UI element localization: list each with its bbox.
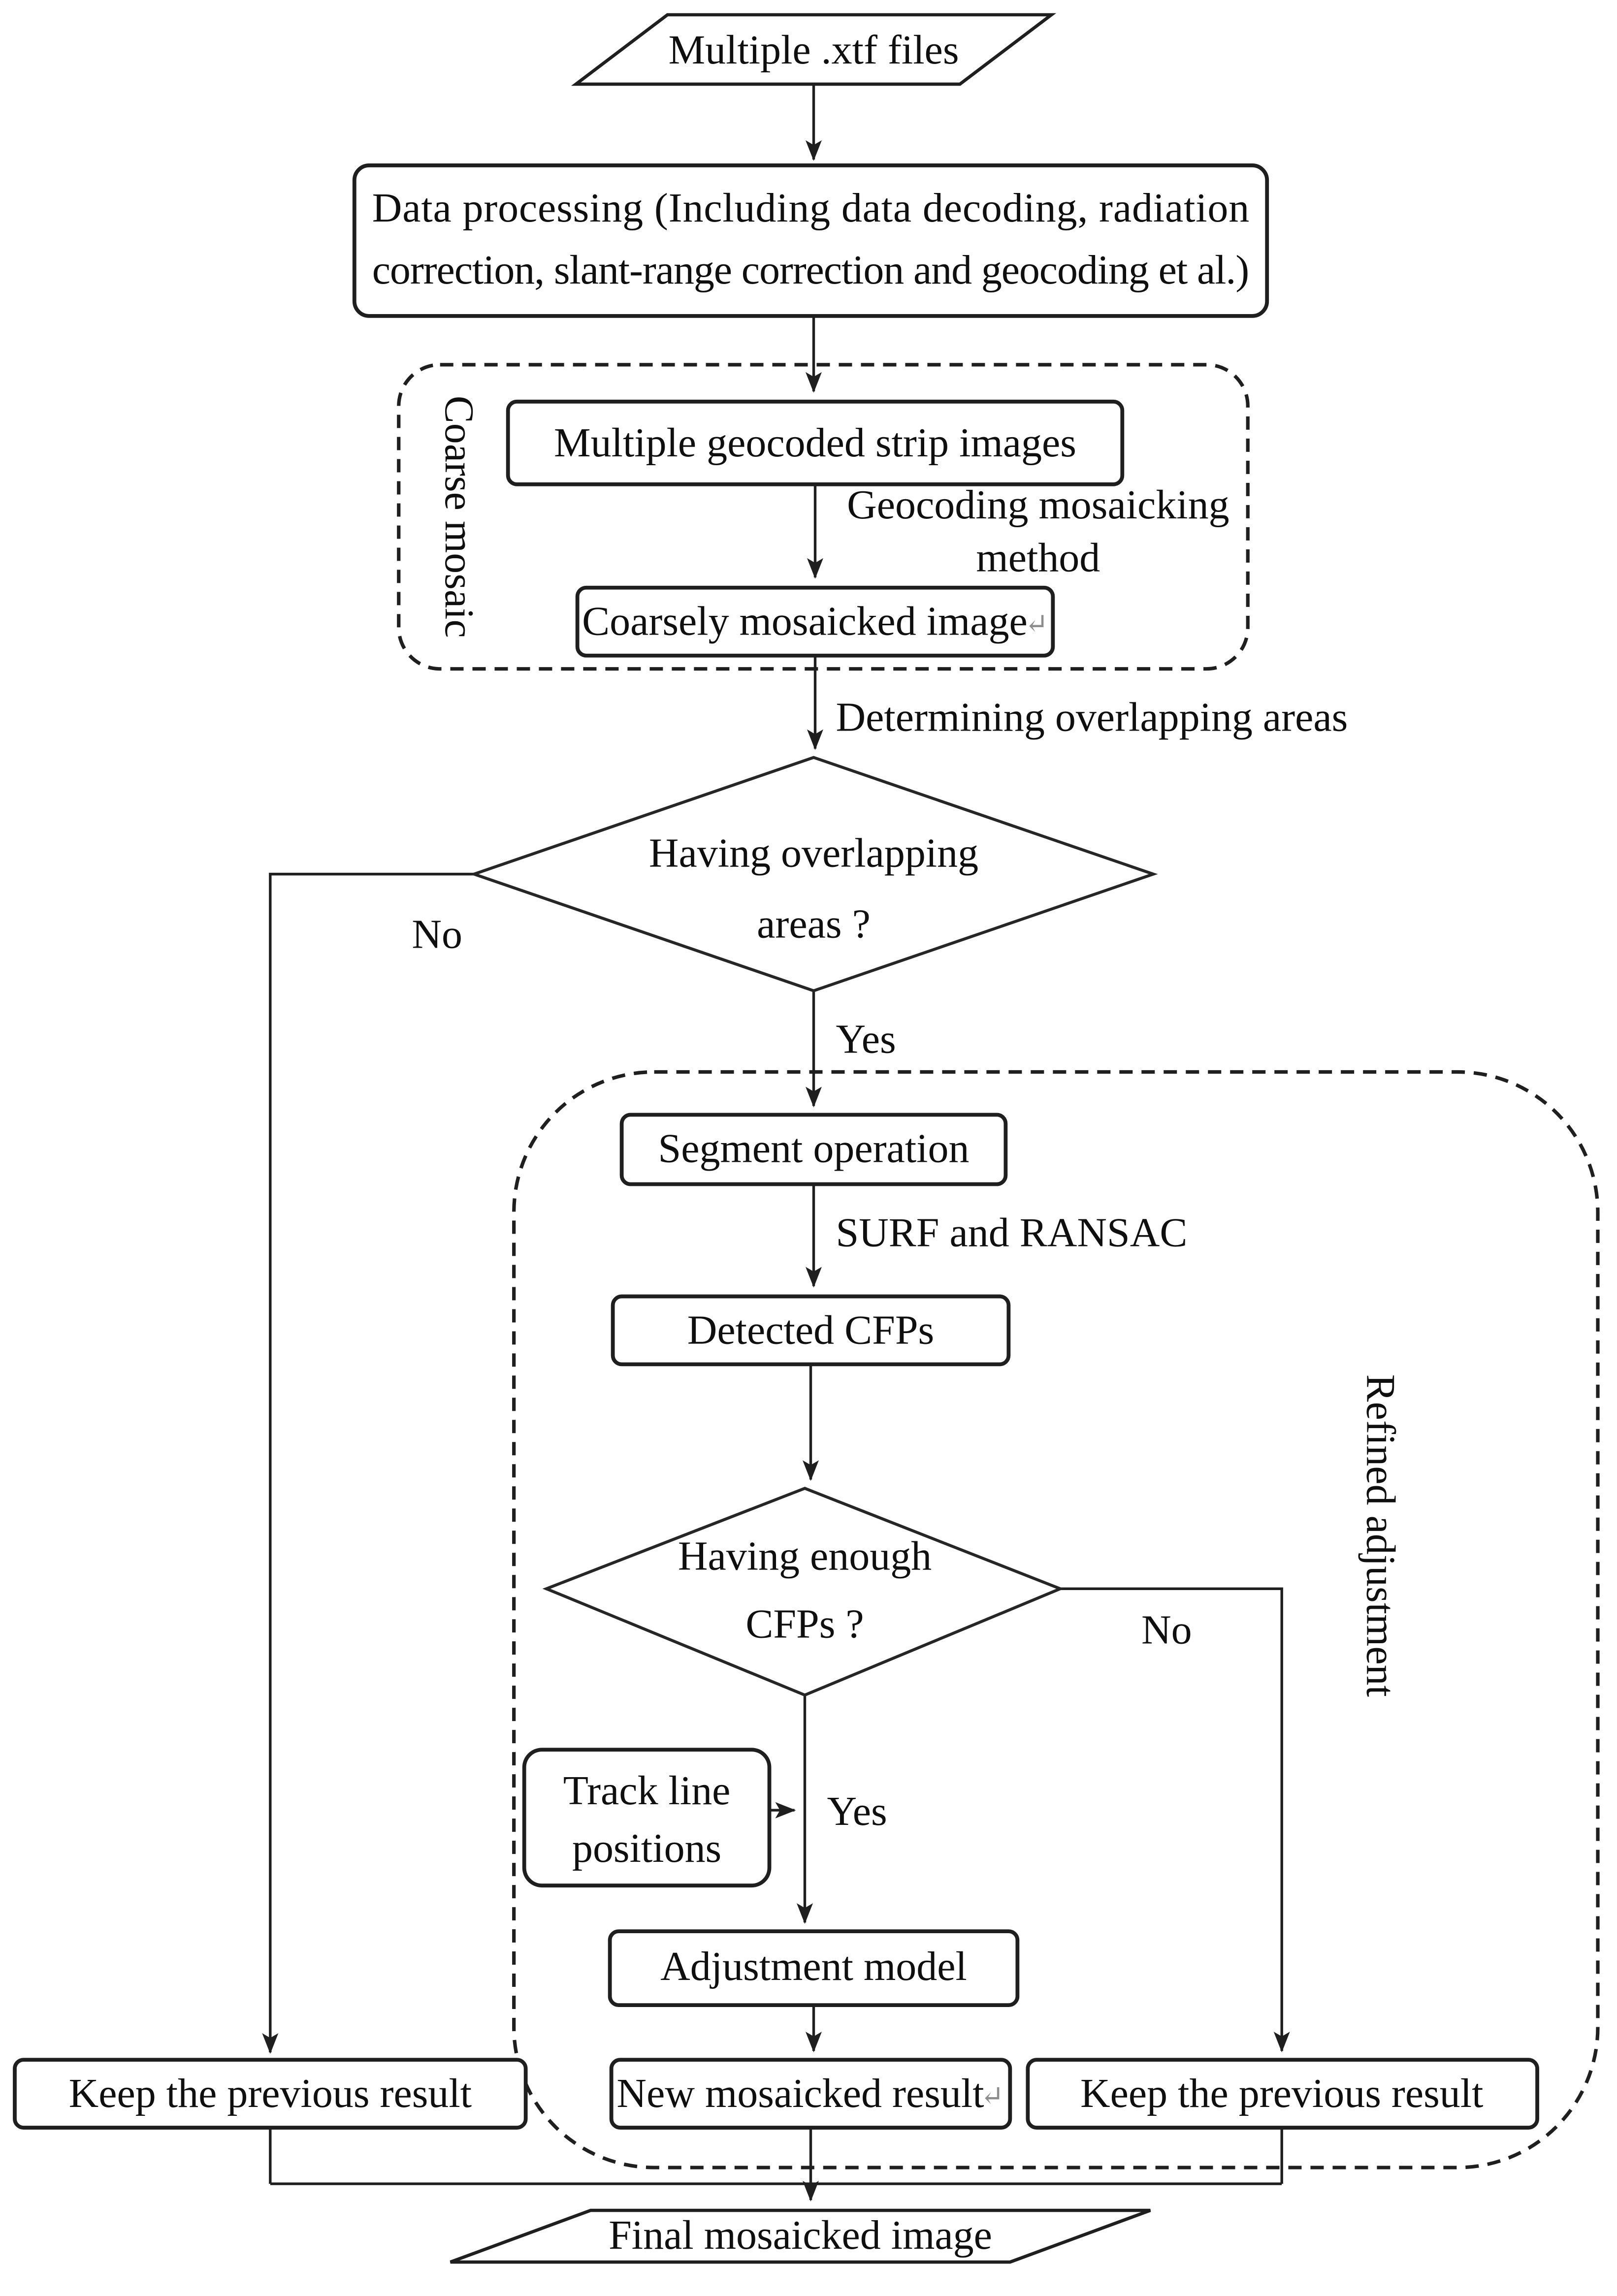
- new-result-return-mark: ↵: [980, 2081, 1004, 2112]
- cfps-decision-diamond: [542, 1487, 1065, 1697]
- coarse-image-box: [575, 585, 1055, 658]
- edge-no-branch-left: [262, 872, 474, 2054]
- data-processing-box: [352, 163, 1269, 318]
- overlap-decision-line1: Having overlapping: [649, 830, 978, 876]
- coarse-image-label: Coarsely mosaicked image: [582, 599, 1028, 644]
- final-parallelogram: [450, 2208, 1151, 2264]
- track-line-label-line2: positions: [572, 1825, 721, 1871]
- no-label-left: No: [412, 912, 462, 957]
- track-line-positions-box: [522, 1748, 772, 1888]
- keep-previous-right-box: [1026, 2058, 1539, 2130]
- segment-operation-label: Segment operation: [658, 1125, 970, 1171]
- final-label: Final mosaicked image: [609, 2212, 992, 2258]
- input-label: Multiple .xtf files: [668, 27, 959, 73]
- coarse-image-return-mark: ↵: [1025, 609, 1048, 640]
- keep-previous-left-box: [13, 2058, 528, 2130]
- detected-cfps-label: Detected CFPs: [687, 1307, 934, 1353]
- edge-no-branch-right: [1060, 1587, 1290, 2053]
- track-line-label-line1: Track line: [563, 1768, 731, 1814]
- yes-label-1: Yes: [836, 1017, 896, 1062]
- new-result-box: [609, 2058, 1012, 2130]
- strip-images-label: Multiple geocoded strip images: [554, 420, 1076, 466]
- coarse-mosaic-section-label: Coarse mosaic: [436, 396, 482, 638]
- geocoding-method-label-line2: method: [976, 535, 1100, 581]
- segment-operation-box: [619, 1113, 1008, 1186]
- geocoding-method-label-line1: Geocoding mosaicking: [847, 482, 1229, 528]
- data-processing-label-line1: Data processing (Including data decoding…: [372, 185, 1249, 231]
- data-processing-label-line2: correction, slant-range correction and g…: [372, 247, 1249, 293]
- cfps-decision-line2: CFPs ?: [745, 1601, 864, 1647]
- coarse-mosaic-section-box: [397, 363, 1250, 671]
- new-result-label: New mosaicked result: [616, 2071, 984, 2116]
- adjustment-model-box: [608, 1929, 1020, 2008]
- refined-adjustment-section-box: [512, 1070, 1600, 2169]
- no-label-right: No: [1141, 1607, 1192, 1653]
- keep-previous-left-label: Keep the previous result: [69, 2071, 472, 2116]
- detected-cfps-box: [611, 1294, 1011, 1367]
- keep-previous-right-label: Keep the previous result: [1080, 2071, 1483, 2116]
- strip-images-box: [506, 399, 1125, 486]
- refined-adjustment-section-label: Refined adjustment: [1358, 1374, 1404, 1697]
- yes-label-2: Yes: [827, 1788, 887, 1834]
- determining-overlap-label: Determining overlapping areas: [836, 695, 1348, 740]
- cfps-decision-line1: Having enough: [678, 1533, 932, 1579]
- adjustment-model-label: Adjustment model: [660, 1944, 967, 1989]
- overlap-decision-line2: areas ?: [757, 901, 871, 947]
- input-parallelogram: [571, 13, 1057, 86]
- overlap-decision-diamond: [469, 756, 1158, 992]
- surf-ransac-label: SURF and RANSAC: [836, 1210, 1187, 1255]
